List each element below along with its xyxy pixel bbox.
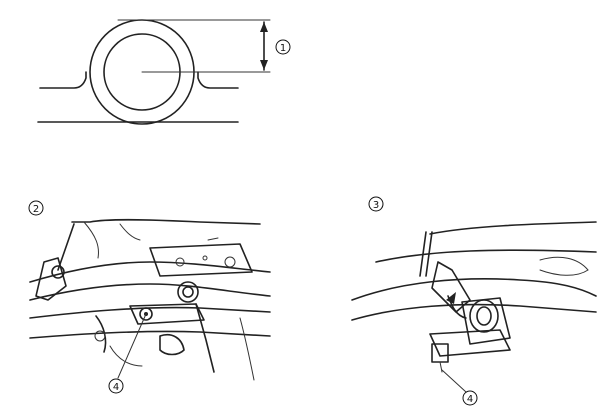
clip — [207, 237, 219, 241]
bushing-inner — [476, 306, 492, 326]
arrow-icon — [446, 292, 456, 304]
callout-2: 2 — [33, 204, 39, 215]
hose-lower — [109, 345, 143, 367]
fitting — [94, 330, 106, 342]
leader-line — [117, 313, 147, 379]
crossmember-lower — [29, 283, 271, 301]
side-member-lower — [351, 303, 597, 321]
frame-edge — [239, 317, 255, 381]
fender-left — [39, 71, 87, 89]
bracket-left — [35, 257, 67, 301]
callout-4: 4 — [467, 394, 473, 405]
bushing-outer — [177, 281, 199, 303]
callout-2-circle — [28, 200, 44, 216]
hose-line — [83, 221, 99, 259]
rear-bracket-figure: 3 4 — [351, 196, 597, 406]
frame-top — [71, 218, 261, 225]
bushing-inner — [182, 286, 194, 298]
wheel-figure: 1 — [37, 19, 291, 125]
callout-4: 4 — [113, 382, 119, 393]
panel-curve — [539, 256, 589, 276]
crossmember-upper — [29, 261, 271, 283]
strut-leg — [195, 303, 215, 373]
bolt-head — [139, 307, 153, 321]
lower-rail-edge — [29, 330, 271, 339]
fender-right — [197, 71, 239, 89]
bushing-bracket — [461, 297, 511, 345]
leader-line — [441, 369, 467, 393]
arrow-down-icon — [260, 60, 268, 70]
frame-top — [429, 221, 597, 235]
measure-rod — [419, 231, 427, 277]
lower-rail — [29, 306, 271, 319]
callout-1-circle — [275, 39, 291, 55]
mount-bracket — [129, 303, 205, 325]
callout-1: 1 — [280, 43, 286, 54]
panel-hole — [175, 257, 185, 267]
mount-plate — [429, 329, 511, 357]
panel-hole — [224, 256, 236, 268]
callout-4-circle — [108, 378, 124, 394]
bolt-shank — [439, 361, 443, 373]
measure-rod — [57, 223, 75, 271]
actuator — [159, 334, 185, 356]
body-panel — [149, 243, 253, 277]
frame-mid — [375, 249, 597, 263]
bolt-head — [431, 343, 449, 363]
hose-line — [119, 223, 141, 241]
callout-3: 3 — [373, 200, 379, 211]
arrow-up-icon — [260, 22, 268, 32]
measure-rod-edge — [425, 231, 433, 277]
front-suspension-figure: 2 4 — [28, 200, 271, 394]
side-member — [351, 278, 597, 301]
callout-4-circle — [462, 390, 478, 406]
panel-hole — [202, 255, 208, 261]
callout-3-circle — [368, 196, 384, 212]
rod-end — [51, 265, 65, 279]
